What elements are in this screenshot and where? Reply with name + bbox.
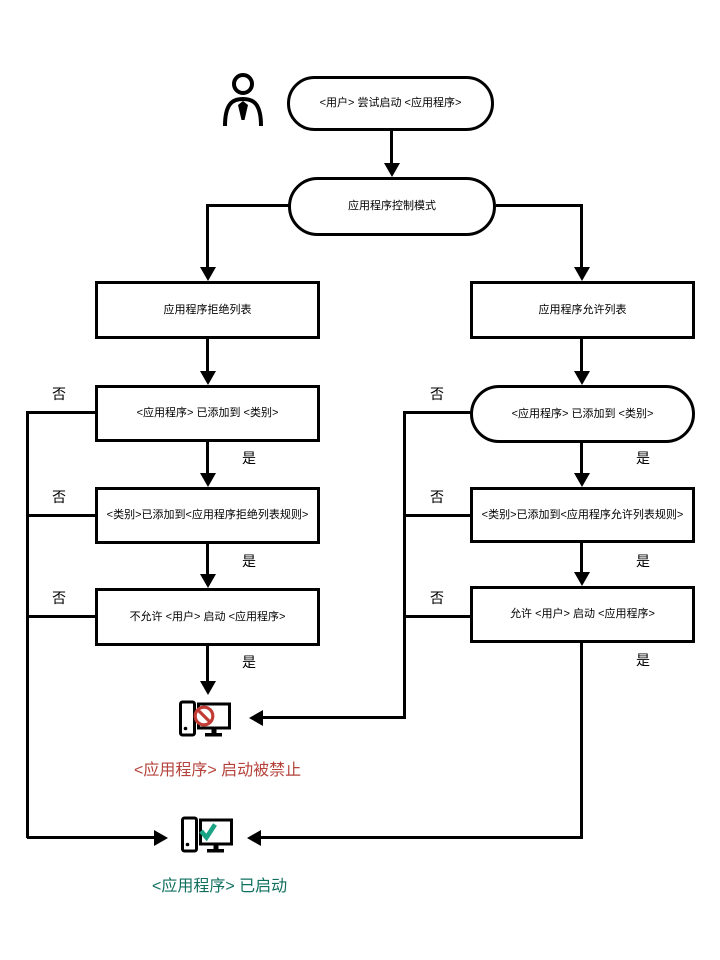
connector-line: [27, 615, 95, 618]
node-allowlist-category-check: <应用程序> 已添加到 <类别>: [470, 385, 695, 443]
connector-line: [206, 339, 209, 373]
connector-line: [259, 836, 583, 839]
connector-line: [261, 716, 405, 719]
arrowhead-down: [200, 473, 216, 487]
arrowhead-left: [247, 830, 261, 846]
started-result-text: <应用程序> 已启动: [152, 878, 288, 895]
label-no: 否: [430, 590, 444, 606]
connector-line: [404, 514, 470, 517]
arrowhead-down: [574, 572, 590, 586]
arrowhead-down: [200, 371, 216, 385]
connector-line: [206, 544, 209, 576]
connector-line: [403, 411, 406, 719]
node-allowlist-rule-check: <类别>已添加到<应用程序允许列表规则>: [470, 487, 695, 543]
label-no: 否: [52, 590, 66, 606]
connector-line: [580, 443, 583, 473]
arrowhead-right: [154, 830, 168, 846]
node-denylist-category-check: <应用程序> 已添加到 <类别>: [95, 385, 320, 442]
node-allowlist: 应用程序允许列表: [470, 281, 695, 339]
arrowhead-down: [574, 473, 590, 487]
node-denylist: 应用程序拒绝列表: [95, 281, 320, 339]
label-no: 否: [52, 386, 66, 402]
blocked-result-text: <应用程序> 启动被禁止: [134, 762, 302, 779]
label-no: 否: [430, 489, 444, 505]
arrowhead-down: [574, 267, 590, 281]
connector-line: [206, 204, 209, 268]
arrowhead-down: [200, 267, 216, 281]
connector-line: [27, 514, 95, 517]
label-yes: 是: [242, 553, 256, 569]
connector-line: [580, 643, 583, 839]
label-yes: 是: [636, 450, 650, 466]
arrowhead-down: [574, 371, 590, 385]
connector-line: [390, 131, 393, 165]
node-user-attempts-start: <用户> 尝试启动 <应用程序>: [287, 76, 494, 131]
arrowhead-down: [384, 163, 400, 177]
arrowhead-down: [200, 681, 216, 695]
connector-line: [206, 646, 209, 683]
label-yes: 是: [242, 450, 256, 466]
connector-line: [580, 543, 583, 574]
connector-line: [26, 411, 29, 838]
connector-line: [27, 836, 155, 839]
connector-line: [207, 204, 290, 207]
connector-line: [404, 411, 472, 414]
label-no: 否: [52, 489, 66, 505]
connector-line: [496, 204, 583, 207]
user-icon: [223, 73, 263, 127]
label-yes: 是: [636, 553, 650, 569]
node-denylist-rule-check: <类别>已添加到<应用程序拒绝列表规则>: [95, 487, 320, 544]
connector-line: [580, 204, 583, 268]
connector-line: [580, 339, 583, 373]
node-app-control-mode: 应用程序控制模式: [288, 177, 496, 236]
node-deny-start: 不允许 <用户> 启动 <应用程序>: [95, 588, 320, 646]
connector-line: [206, 442, 209, 475]
connector-line: [27, 411, 95, 414]
node-allow-start: 允许 <用户> 启动 <应用程序>: [470, 586, 695, 643]
label-yes: 是: [242, 654, 256, 670]
arrowhead-down: [200, 574, 216, 588]
computer-blocked-icon: [179, 700, 231, 737]
arrowhead-left: [249, 710, 263, 726]
computer-started-icon: [181, 816, 233, 853]
label-no: 否: [430, 386, 444, 402]
connector-line: [404, 615, 470, 618]
label-yes: 是: [636, 652, 650, 668]
